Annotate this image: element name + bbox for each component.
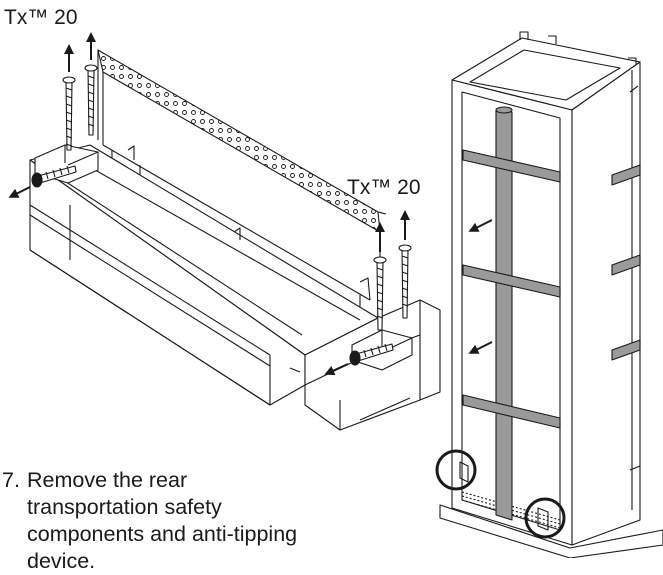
appliance-base: [439, 504, 663, 558]
screw-icon: [373, 256, 387, 331]
screw-icon: [31, 165, 77, 188]
torx-size-label-middle: Tx™ 20: [347, 176, 421, 199]
screw-icon: [398, 244, 412, 319]
top-corner-tabs: [519, 31, 637, 66]
arrow-icon: [8, 186, 31, 198]
highlight-circle-icon: [435, 449, 477, 491]
transport-strap: [462, 264, 561, 298]
appliance-side-detail: [629, 70, 641, 510]
plinth-inner-edge: [39, 164, 361, 336]
appliance-drawing: [439, 31, 663, 558]
transport-strap: [611, 254, 641, 276]
base-front-face: [29, 159, 306, 406]
highlight-circle-icon: [524, 497, 566, 539]
transport-strap: [462, 394, 561, 429]
step-number: 7.: [2, 468, 20, 492]
transport-strap: [611, 339, 641, 361]
transport-strap-vertical: [495, 109, 513, 521]
kick-grill: [461, 491, 561, 529]
illustration-canvas: [8, 31, 663, 558]
appliance-top-inner: [469, 49, 621, 101]
arrow-icon: [324, 363, 349, 376]
instruction-step: 7. Remove the rear transportation safety…: [0, 467, 300, 575]
torx-size-label-top: Tx™ 20: [4, 6, 78, 29]
back-panel-outline: [97, 50, 387, 318]
transport-strap: [611, 164, 641, 186]
strap-cap-top: [495, 106, 513, 114]
base-foot-detail: [459, 461, 549, 531]
screw-icon: [84, 64, 98, 136]
screw-icon: [62, 76, 76, 151]
bracket-detail: [127, 145, 371, 301]
appliance-side: [571, 61, 641, 546]
step-text: Remove the rear transportation safety co…: [27, 468, 298, 573]
screw-icon: [349, 343, 394, 366]
transport-strap: [462, 149, 561, 183]
arrow-icon: [468, 341, 493, 354]
base-assembly-drawing: [29, 49, 441, 431]
base-front-lines: [29, 204, 301, 406]
arrow-icon: [468, 219, 493, 232]
